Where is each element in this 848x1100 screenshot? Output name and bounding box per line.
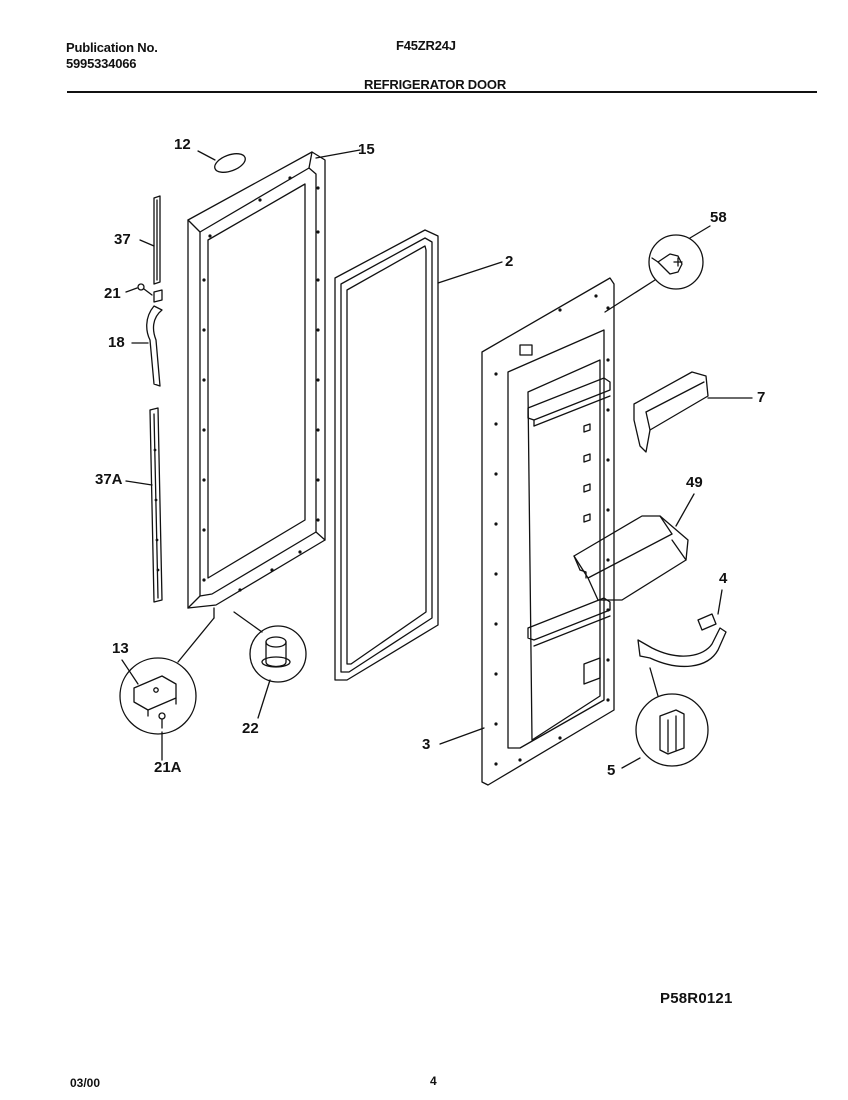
- part-5-clip-detail: [622, 668, 708, 768]
- part-49-door-bin: [574, 494, 694, 600]
- model-number: F45ZR24J: [396, 38, 456, 53]
- callout-5: 5: [607, 762, 616, 779]
- part-4-bracket: [638, 590, 726, 666]
- callout-37: 37: [114, 231, 131, 248]
- callout-7: 7: [757, 389, 766, 406]
- page-number: 4: [430, 1074, 437, 1088]
- part-3-door-liner: [440, 278, 614, 785]
- part-15-door-frame: [188, 150, 360, 608]
- part-12-cap: [198, 150, 248, 176]
- part-58-screw-detail: [605, 226, 710, 312]
- callout-13: 13: [112, 640, 129, 657]
- part-37-strip: [140, 196, 160, 284]
- footer-date: 03/00: [70, 1076, 101, 1090]
- header-rule: [67, 91, 817, 93]
- callout-4: 4: [719, 570, 728, 587]
- callout-15: 15: [358, 141, 375, 158]
- part-21-screw: [126, 284, 162, 302]
- callout-21: 21: [104, 285, 121, 302]
- callout-2: 2: [505, 253, 514, 270]
- part-13-hinge-detail: [120, 608, 214, 760]
- callout-49: 49: [686, 474, 703, 491]
- callout-37a: 37A: [95, 471, 123, 488]
- part-37a-strip: [126, 408, 162, 602]
- callout-12: 12: [174, 136, 191, 153]
- section-title: REFRIGERATOR DOOR: [364, 77, 507, 92]
- part-18-handle: [132, 306, 162, 386]
- callout-3: 3: [422, 736, 431, 753]
- callout-18: 18: [108, 334, 125, 351]
- callout-58: 58: [710, 209, 727, 226]
- callout-22: 22: [242, 720, 259, 737]
- callout-21a: 21A: [154, 759, 182, 776]
- diagram-reference-code: P58R0121: [660, 990, 733, 1007]
- part-2-gasket: [335, 230, 502, 680]
- publication-label: Publication No.: [66, 40, 158, 55]
- publication-number: 5995334066: [66, 56, 137, 71]
- part-22-bushing-detail: [234, 612, 306, 718]
- part-7-dairy-door: [634, 372, 752, 452]
